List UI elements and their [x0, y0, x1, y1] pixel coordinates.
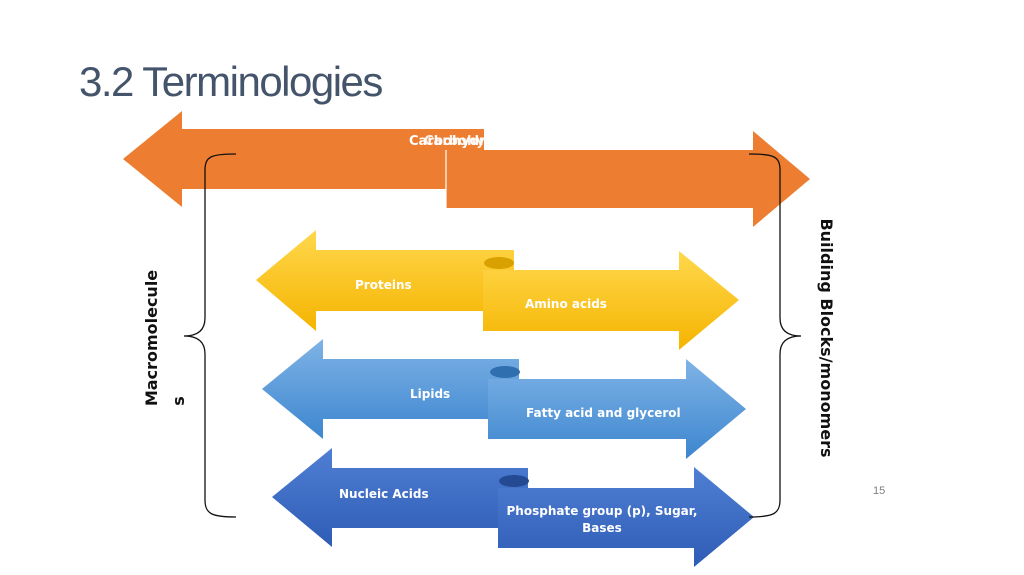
page-number: 15 — [873, 485, 886, 497]
macromolecules-label-line2: s — [169, 396, 188, 406]
monomer-label-phosphate-line2: Bases — [582, 521, 622, 535]
monomer-label-carbohydrates: Carbohydrates — [424, 134, 532, 149]
right-arrow-lipids — [488, 359, 746, 459]
row-lipids: Lipids Fatty acid and glycerol — [262, 339, 746, 459]
ribbon-curl — [490, 366, 520, 378]
left-arrow-carbohydrates — [123, 111, 484, 207]
ribbon-curl — [484, 257, 514, 269]
left-arrow-nucleic-acids — [272, 448, 528, 547]
right-arrow-carbohydrates — [446, 131, 810, 227]
macromolecule-label-nucleic-acids: Nucleic Acids — [339, 487, 429, 501]
ribbon-curl — [499, 475, 529, 487]
slide-title: 3.2 Terminologies — [79, 58, 383, 105]
monomer-label-fatty-acid-glycerol: Fatty acid and glycerol — [526, 406, 681, 420]
right-brace — [748, 153, 802, 518]
left-arrow-proteins — [256, 230, 514, 331]
macromolecules-label-line1: Macromolecule — [142, 270, 161, 406]
right-arrow-proteins — [483, 251, 739, 350]
monomer-label-amino-acids: Amino acids — [525, 297, 607, 311]
right-arrow-nucleic-acids — [498, 467, 754, 567]
row-nucleic-acids: Nucleic Acids Phosphate group (p), Sugar… — [272, 448, 754, 567]
macromolecule-label-lipids: Lipids — [410, 387, 450, 401]
monomer-label-phosphate-line1: Phosphate group (p), Sugar, — [507, 504, 698, 518]
left-brace — [183, 153, 237, 518]
row-proteins: Proteins Amino acids — [256, 230, 739, 350]
left-arrow-lipids — [262, 339, 519, 439]
row-carbohydrates: Carbohydrates Carbohydrates — [123, 111, 810, 227]
macromolecule-label-carbohydrates: Carbohydrates — [409, 134, 517, 149]
macromolecule-label-proteins: Proteins — [355, 278, 412, 292]
building-blocks-label: Building Blocks/monomers — [817, 218, 836, 457]
